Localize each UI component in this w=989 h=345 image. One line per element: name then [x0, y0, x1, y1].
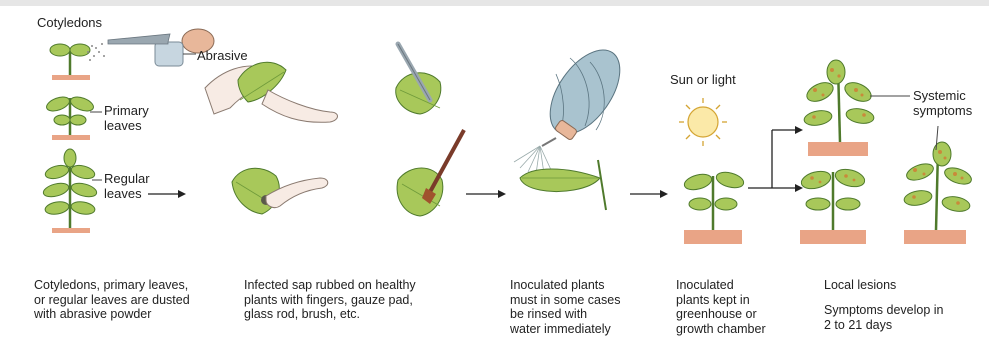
cotyledon-plant — [50, 44, 90, 80]
top-border-strip — [0, 0, 989, 6]
sun-icon — [679, 98, 727, 146]
rinse-bulb-sprayer — [514, 38, 634, 210]
systemic-symptoms-label: Systemic symptoms — [913, 88, 972, 118]
abrasive-label: Abrasive — [197, 48, 248, 63]
arrow-2 — [466, 190, 506, 198]
leaf-with-glass-rod — [396, 44, 441, 114]
systemic-symptoms-plant — [803, 60, 910, 156]
inoculated-plant — [683, 170, 746, 244]
leaf-with-brush — [397, 130, 464, 216]
local-lesions-plant — [799, 166, 866, 244]
arrow-3 — [630, 190, 668, 198]
cotyledons-label: Cotyledons — [37, 15, 102, 30]
regular-leaves-plant — [42, 149, 102, 233]
abrasive-atomizer — [87, 29, 214, 66]
primary-leaves-label: Primary leaves — [104, 103, 149, 133]
hand-holding-leaf — [232, 168, 328, 214]
systemic-symptoms-plant-2 — [903, 126, 974, 244]
regular-leaves-label: Regular leaves — [104, 171, 150, 201]
primary-leaves-plant — [45, 94, 102, 140]
sun-or-light-label: Sun or light — [670, 72, 736, 87]
arrow-1 — [148, 190, 186, 198]
caption-step-2: Infected sap rubbed on healthy plants wi… — [244, 278, 416, 322]
caption-step-4: Inoculated plants kept in greenhouse or … — [676, 278, 766, 336]
caption-step-1: Cotyledons, primary leaves, or regular l… — [34, 278, 190, 322]
hands-rubbing-leaf — [205, 62, 338, 122]
caption-step-5-timing: Symptoms develop in 2 to 21 days — [824, 303, 944, 332]
branch-arrow — [748, 126, 803, 192]
caption-step-5-lesions: Local lesions — [824, 278, 896, 293]
caption-step-3: Inoculated plants must in some cases be … — [510, 278, 620, 336]
